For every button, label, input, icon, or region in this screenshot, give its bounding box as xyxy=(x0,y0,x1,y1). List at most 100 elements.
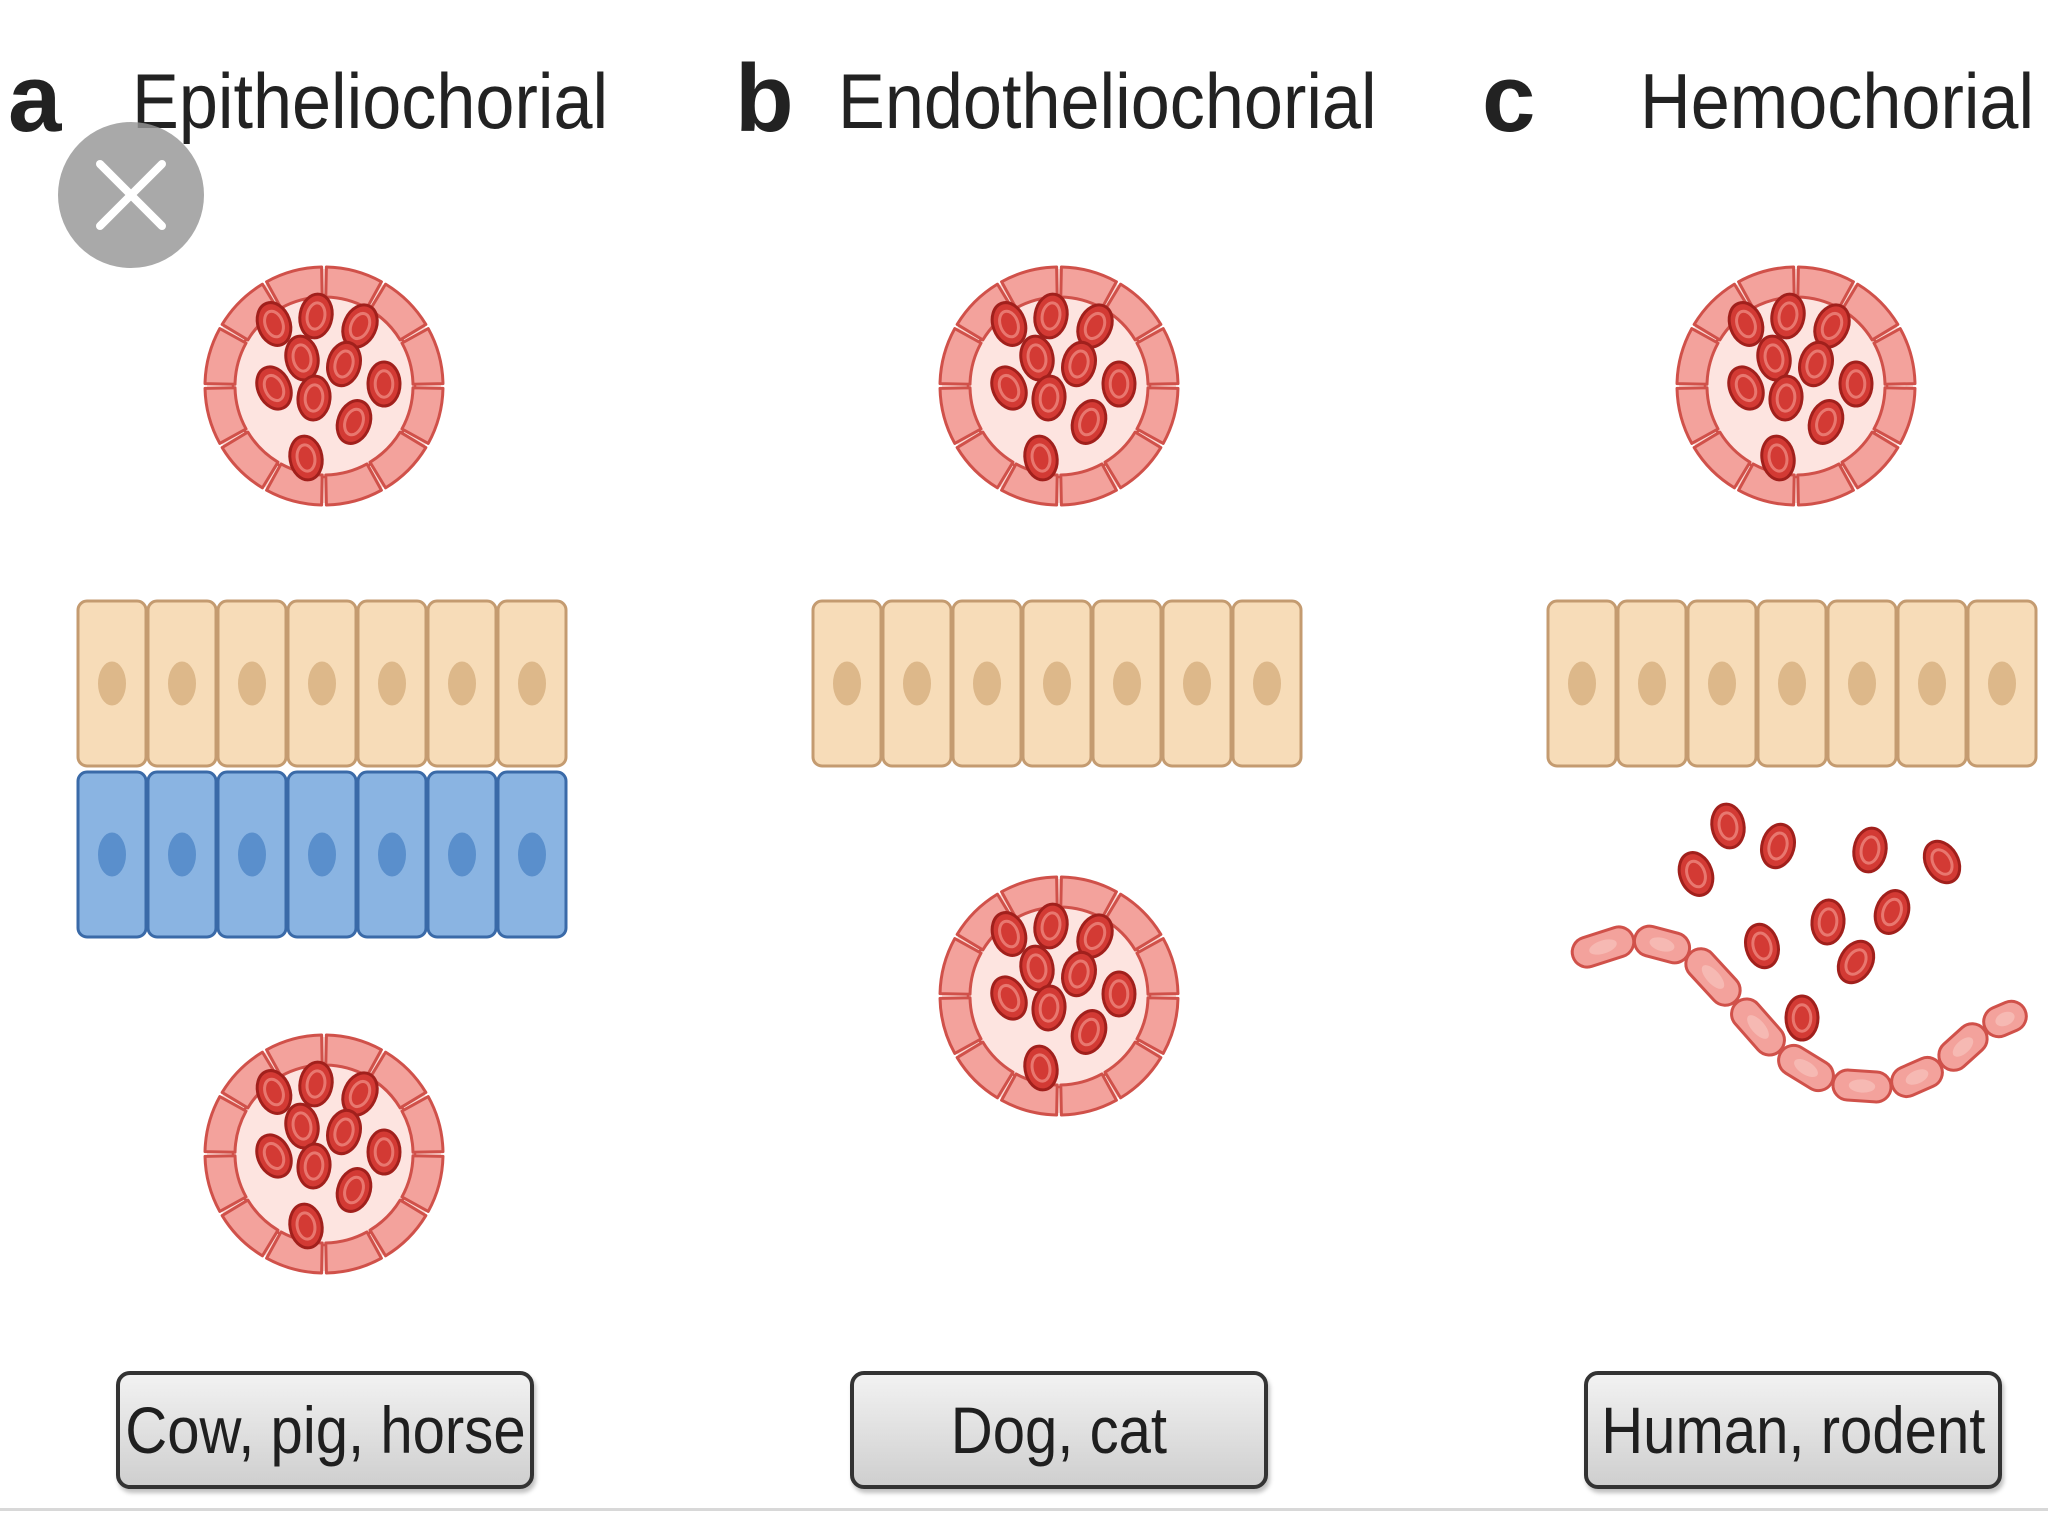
uterine-epithelium-cell xyxy=(286,770,358,939)
endotheliochorial-diagram xyxy=(811,265,1303,1117)
uterine-epithelium-layer xyxy=(76,770,568,939)
red-blood-cell xyxy=(990,975,1028,1021)
red-blood-cell xyxy=(366,1128,402,1176)
red-blood-cell xyxy=(1810,898,1846,946)
red-blood-cell xyxy=(341,1071,379,1117)
red-blood-cell xyxy=(298,1060,334,1108)
endothelial-cell xyxy=(1831,1068,1893,1104)
red-blood-cell xyxy=(1807,399,1845,445)
uterine-epithelium-cell xyxy=(146,770,218,939)
endothelial-cell xyxy=(1059,1072,1118,1117)
endothelial-cell xyxy=(1684,947,1742,1007)
species-label: Cow, pig, horse xyxy=(124,1393,526,1467)
species-label: Human, rodent xyxy=(1600,1393,1986,1467)
red-blood-cell xyxy=(1770,292,1806,340)
trophoblast-cell xyxy=(1756,599,1828,768)
endothelial-cell xyxy=(1982,999,2028,1039)
endothelial-cell xyxy=(1872,386,1917,445)
trophoblast-cell xyxy=(1231,599,1303,768)
trophoblast-cell xyxy=(1091,599,1163,768)
endothelial-cell xyxy=(1135,386,1180,445)
red-blood-cell xyxy=(1852,826,1888,874)
trophoblast-cell xyxy=(951,599,1023,768)
endothelial-cell xyxy=(400,1154,445,1213)
trophoblast-cell xyxy=(1161,599,1233,768)
red-blood-cell xyxy=(1023,1044,1059,1092)
red-blood-cell xyxy=(288,434,324,482)
trophoblast-cell xyxy=(1021,599,1093,768)
endothelial-cell xyxy=(1890,1055,1944,1099)
species-label-box: Dog, cat xyxy=(850,1371,1268,1489)
endothelial-cell xyxy=(938,327,983,386)
endothelial-cell xyxy=(1777,1043,1835,1093)
red-blood-cell xyxy=(284,1102,320,1150)
panel-letter: a xyxy=(8,45,61,152)
ruptured-endothelium xyxy=(1570,802,2028,1104)
endothelial-cell xyxy=(1796,265,1855,310)
red-blood-cell xyxy=(335,399,373,445)
red-blood-cell xyxy=(255,1069,293,1115)
trophoblast-cell xyxy=(1826,599,1898,768)
red-blood-cell xyxy=(326,1108,362,1156)
red-blood-cell xyxy=(1760,822,1796,870)
uterine-epithelium-cell xyxy=(426,770,498,939)
endothelial-cell xyxy=(324,1033,383,1078)
trophoblast-cell xyxy=(496,599,568,768)
red-blood-cell xyxy=(288,1202,324,1250)
endothelial-cell xyxy=(1675,327,1720,386)
endothelial-cell xyxy=(368,1198,428,1258)
trophoblast-cell xyxy=(76,599,148,768)
red-blood-cell xyxy=(1677,851,1715,897)
red-blood-cell xyxy=(1033,902,1069,950)
red-blood-cell xyxy=(1070,1009,1108,1055)
red-blood-cell xyxy=(296,374,332,422)
endothelial-cell xyxy=(1570,925,1636,969)
red-blood-cell xyxy=(1838,360,1874,408)
endothelial-cell xyxy=(1692,282,1752,342)
close-button[interactable] xyxy=(58,122,204,268)
endothelial-cell xyxy=(203,327,248,386)
panel-title: Endotheliochorial xyxy=(838,57,1377,145)
red-blood-cell xyxy=(255,365,293,411)
blood-vessel xyxy=(1675,265,1917,507)
red-blood-cell xyxy=(1727,365,1765,411)
red-blood-cell xyxy=(1070,399,1108,445)
close-icon xyxy=(96,160,166,230)
endothelial-cell xyxy=(1059,462,1118,507)
endothelial-cell xyxy=(324,462,383,507)
trophoblast-cell xyxy=(426,599,498,768)
endothelial-cell xyxy=(1135,327,1180,386)
red-blood-cell xyxy=(298,292,334,340)
trophoblast-cell xyxy=(146,599,218,768)
endothelial-cell xyxy=(955,282,1015,342)
red-blood-cell xyxy=(1760,434,1796,482)
red-blood-cell xyxy=(1076,913,1114,959)
red-blood-cell xyxy=(284,334,320,382)
endothelial-cell xyxy=(1632,924,1692,965)
endothelial-cell xyxy=(220,1050,280,1110)
endothelial-cell xyxy=(1872,327,1917,386)
trophoblast-layer xyxy=(76,599,568,768)
trophoblast-cell xyxy=(1966,599,2038,768)
trophoblast-cell xyxy=(1616,599,1688,768)
trophoblast-cell xyxy=(286,599,358,768)
endothelial-cell xyxy=(203,1095,248,1154)
panel-title: Epitheliochorial xyxy=(132,57,609,145)
red-blood-cell xyxy=(1768,374,1804,422)
trophoblast-cell xyxy=(216,599,288,768)
red-blood-cell xyxy=(1798,340,1834,388)
epitheliochorial-diagram xyxy=(76,265,568,1275)
red-blood-cell xyxy=(1784,994,1820,1042)
species-label: Dog, cat xyxy=(950,1393,1168,1467)
blood-vessel xyxy=(203,1033,445,1275)
endothelial-cell xyxy=(400,386,445,445)
endothelial-cell xyxy=(1840,430,1900,490)
red-blood-cell xyxy=(1031,374,1067,422)
endothelial-cell xyxy=(1103,1040,1163,1100)
uterine-epithelium-cell xyxy=(496,770,568,939)
endothelial-cell xyxy=(220,1198,280,1258)
endothelial-cell xyxy=(955,1040,1015,1100)
red-blood-cell xyxy=(255,301,293,347)
blood-vessel xyxy=(938,265,1180,507)
